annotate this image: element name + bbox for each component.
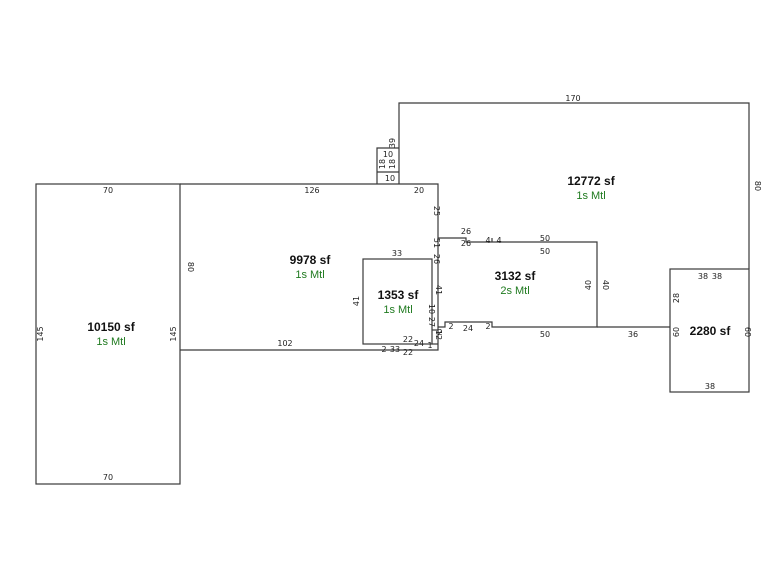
dim-label: 24 bbox=[414, 339, 424, 348]
desc-label-1353: 1s Mtl bbox=[383, 304, 412, 316]
dim-label: 2 bbox=[448, 322, 453, 331]
section-outline-9978 bbox=[180, 183, 439, 351]
dim-label: 12 bbox=[434, 330, 443, 340]
dim-label: 10 bbox=[427, 304, 436, 314]
area-label-9978: 9978 sf bbox=[290, 253, 332, 267]
dim-label: 25 bbox=[432, 206, 441, 216]
dim-label: 22 bbox=[403, 335, 413, 344]
dim-label: 51 bbox=[432, 238, 441, 248]
section-outline-12772 bbox=[398, 102, 750, 269]
dim-label: 170 bbox=[565, 94, 580, 103]
dim-label: 145 bbox=[169, 326, 178, 341]
area-label-3132: 3132 sf bbox=[495, 269, 537, 283]
dim-label: 70 bbox=[103, 473, 113, 482]
dim-label: 2 bbox=[381, 345, 386, 354]
dim-label: 27 bbox=[427, 317, 436, 327]
dim-label: 60 bbox=[743, 327, 752, 337]
area-label-12772: 12772 sf bbox=[567, 174, 615, 188]
dim-label: 33 bbox=[392, 249, 402, 258]
dim-label: 1 bbox=[427, 341, 432, 350]
desc-label-10150: 1s Mtl bbox=[96, 336, 125, 348]
dim-label: 22 bbox=[403, 348, 413, 357]
dim-label: 60 bbox=[672, 327, 681, 337]
dim-label: 20 bbox=[414, 186, 424, 195]
dim-label: 39 bbox=[388, 138, 397, 148]
dim-label: 4 bbox=[496, 236, 501, 245]
dim-label: 126 bbox=[304, 186, 319, 195]
dim-label: 70 bbox=[103, 186, 113, 195]
desc-label-3132: 2s Mtl bbox=[500, 285, 529, 297]
dim-label: 38 bbox=[705, 382, 715, 391]
dim-label: 10 bbox=[385, 174, 395, 183]
desc-label-12772: 1s Mtl bbox=[576, 190, 605, 202]
dim-label: 4 bbox=[485, 236, 490, 245]
dim-label: 40 bbox=[584, 280, 593, 290]
dim-label: 33 bbox=[390, 345, 400, 354]
dim-label: 80 bbox=[186, 262, 195, 272]
dim-label: 36 bbox=[628, 330, 638, 339]
dim-label: 2 bbox=[485, 322, 490, 331]
dim-label: 145 bbox=[36, 326, 45, 341]
dim-label: 41 bbox=[352, 296, 361, 306]
dim-label: 50 bbox=[540, 330, 550, 339]
section-outline-3132 bbox=[438, 237, 598, 328]
dim-label: 80 bbox=[753, 181, 762, 191]
dim-label: 26 bbox=[461, 239, 471, 248]
dim-label: 50 bbox=[540, 247, 550, 256]
area-label-1353: 1353 sf bbox=[378, 288, 420, 302]
section-outline-2280 bbox=[669, 268, 750, 393]
dim-label: 2 bbox=[437, 328, 442, 337]
dim-label: 50 bbox=[540, 234, 550, 243]
dim-label: 38 bbox=[712, 272, 722, 281]
area-label-10150: 10150 sf bbox=[87, 320, 135, 334]
dim-label: 28 bbox=[672, 293, 681, 303]
desc-label-9978: 1s Mtl bbox=[295, 269, 324, 281]
dim-label: 18 bbox=[378, 159, 387, 169]
dim-label: 18 bbox=[388, 159, 397, 169]
area-label-2280: 2280 sf bbox=[690, 324, 732, 338]
dim-label: 24 bbox=[463, 324, 473, 333]
dim-label: 41 bbox=[434, 285, 443, 295]
dim-label: 38 bbox=[698, 272, 708, 281]
dim-label: 10 bbox=[383, 150, 393, 159]
dim-label: 26 bbox=[461, 227, 471, 236]
dim-label: 40 bbox=[601, 280, 610, 290]
section-outline-1353 bbox=[362, 258, 433, 345]
dim-label: 26 bbox=[432, 254, 441, 264]
section-outline-10150 bbox=[35, 183, 181, 485]
dim-label: 102 bbox=[277, 339, 292, 348]
